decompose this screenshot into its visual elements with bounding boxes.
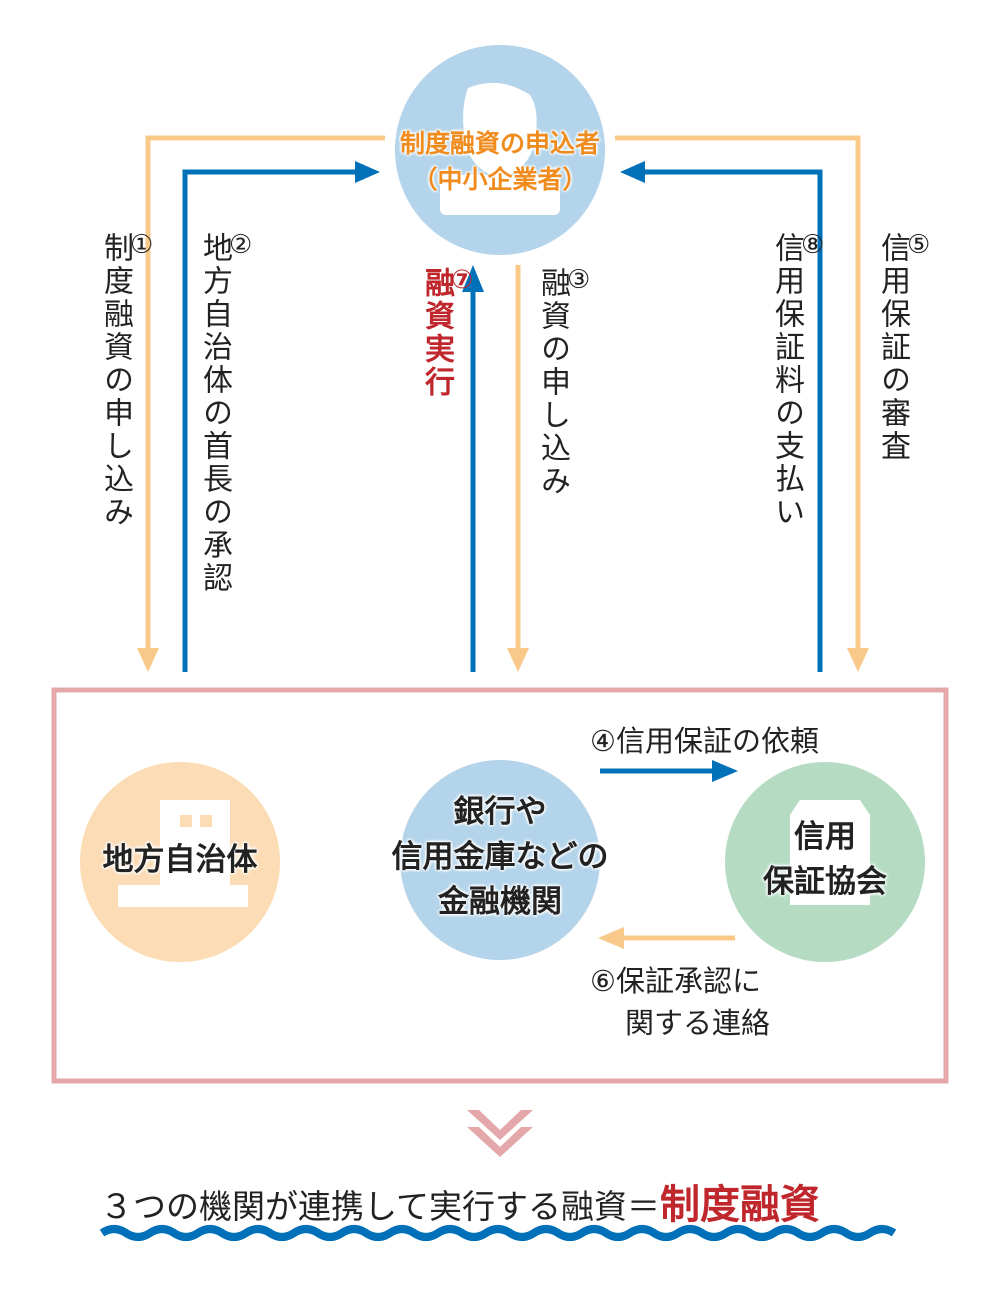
flow-6-label: ⑥保証承認に	[590, 958, 761, 1000]
step-number: ⑥	[590, 964, 616, 998]
flow-6-label-line2: 関する連絡	[625, 1006, 771, 1040]
step-number: ⑦	[451, 265, 477, 295]
step-number: ⑧	[801, 230, 828, 260]
guarantee-label-line: 信用	[794, 819, 856, 855]
flow-8-arrow	[640, 169, 823, 672]
guarantee-label: 信用 保証協会	[725, 815, 925, 905]
step-number: ④	[590, 724, 616, 758]
step-number: ①	[130, 230, 157, 260]
flow-4-label: ④信用保証の依頼	[590, 718, 819, 760]
bank-label-line: 信用金庫などの	[391, 838, 609, 875]
person-icon	[440, 82, 560, 215]
step-number: ⑤	[907, 230, 934, 260]
bank-circle	[400, 760, 600, 960]
summary-text: ３つの機関が連携して実行する融資＝制度融資	[100, 1172, 820, 1230]
step-number: ③	[567, 265, 594, 295]
flow-text: 融資実行	[419, 267, 454, 399]
flow-5-arrow	[615, 135, 861, 660]
building-icon	[118, 800, 248, 907]
step-number: ②	[229, 230, 256, 260]
chevron-down-icon	[467, 1110, 533, 1157]
summary-highlight: 制度融資	[660, 1182, 821, 1228]
flow-text: 信用保証料の支払い	[769, 232, 804, 529]
flow-text: 信用保証の審査	[875, 232, 910, 463]
flow-text: 制度融資の申し込み	[98, 232, 133, 529]
summary-body: ３つの機関が連携して実行する融資＝	[100, 1187, 661, 1226]
bank-label: 銀行や 信用金庫などの 金融機関	[350, 790, 650, 925]
flow-text: 保証承認に	[616, 964, 762, 998]
office-icon	[790, 800, 870, 905]
bank-label-line: 銀行や	[453, 794, 547, 830]
bank-label-line: 金融機関	[438, 883, 562, 920]
applicant-subtitle: （中小企業者）	[412, 165, 588, 194]
flow-text: 地方自治体の首長の承認	[197, 232, 232, 595]
flow-text: 融資の申し込み	[535, 267, 570, 498]
guarantee-label-line: 保証協会	[763, 863, 887, 900]
flow-text: 信用保証の依頼	[616, 724, 820, 758]
flow-2-arrow	[182, 169, 360, 672]
flow-1-arrow	[145, 135, 385, 660]
applicant-title: 制度融資の申込者	[399, 129, 600, 158]
wave-underline	[99, 1225, 897, 1241]
institutions-box	[51, 687, 949, 1084]
local-gov-label: 地方自治体	[102, 842, 258, 878]
